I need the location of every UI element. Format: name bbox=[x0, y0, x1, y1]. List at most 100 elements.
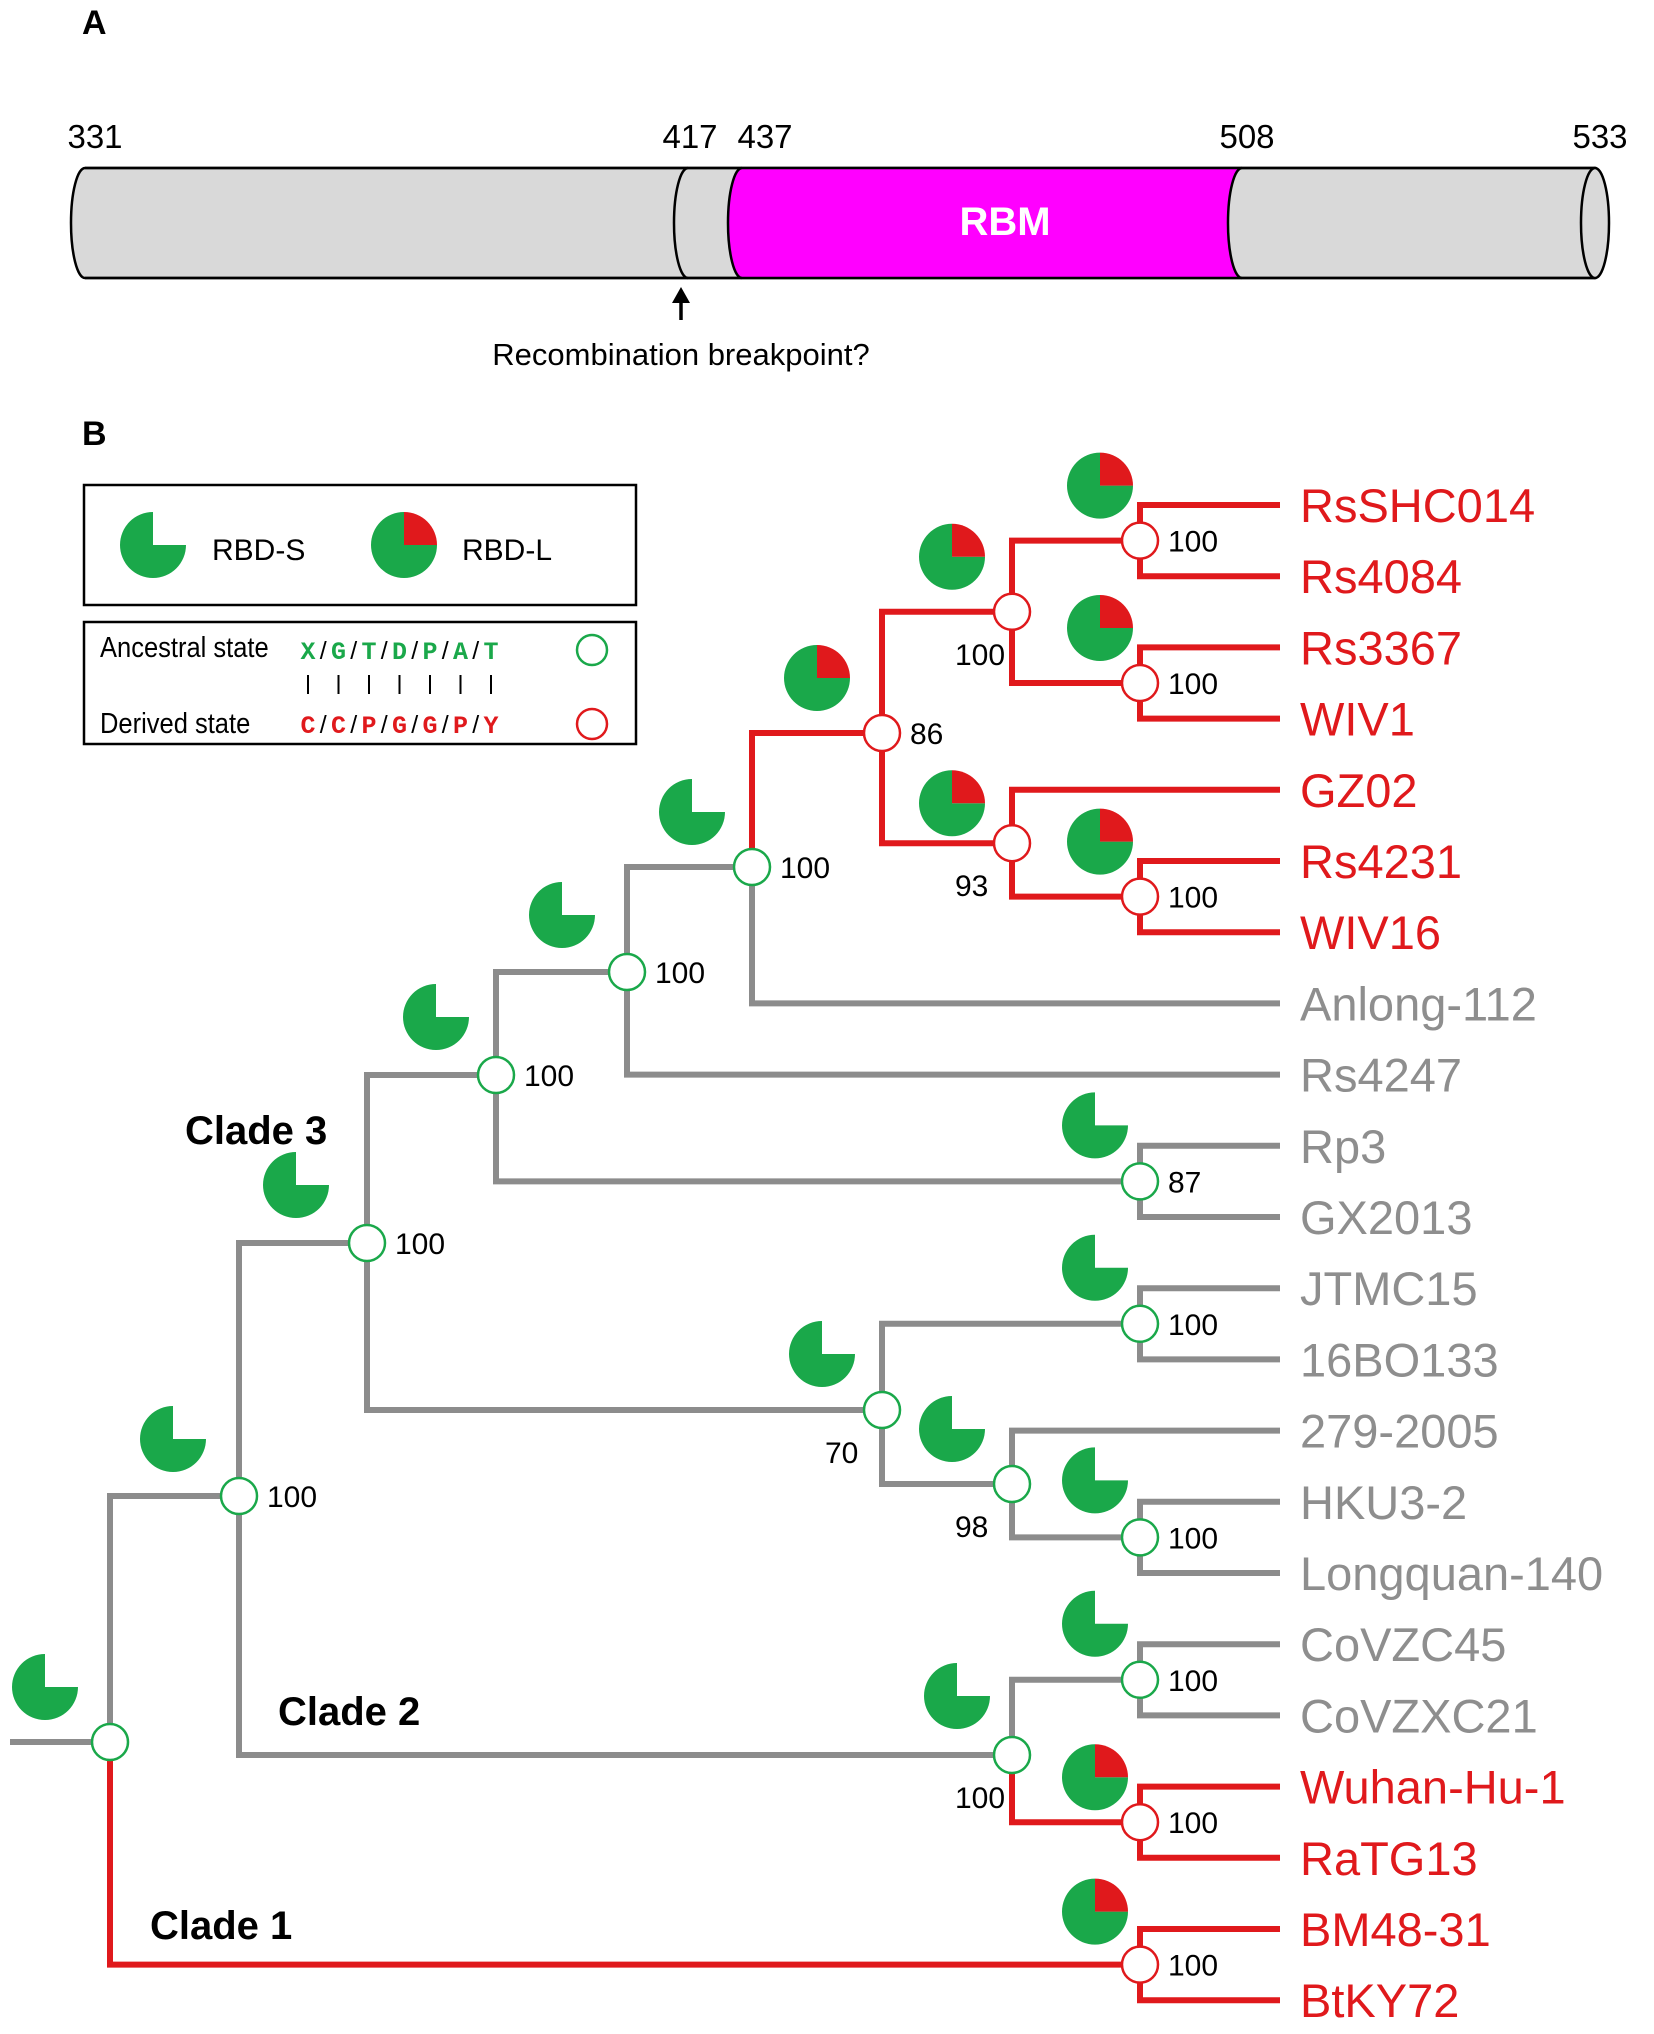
ancestral-state-circle-icon bbox=[575, 633, 609, 667]
node-circle bbox=[1120, 1660, 1160, 1700]
ancestral-residue: A bbox=[453, 638, 468, 667]
pie-rbd-s bbox=[140, 1406, 206, 1472]
branch bbox=[1009, 611, 1140, 686]
tree-nodes bbox=[90, 521, 1160, 1984]
support-value: 86 bbox=[910, 718, 943, 751]
rbm-label: RBM bbox=[959, 200, 1050, 244]
residue-separator: / bbox=[320, 637, 327, 665]
node-circle bbox=[1120, 521, 1160, 560]
rbd-l-pie-icon bbox=[371, 512, 437, 578]
taxon-label: CoVZXC21 bbox=[1300, 1689, 1538, 1742]
support-value: 100 bbox=[1168, 1309, 1218, 1342]
node-circle bbox=[476, 1055, 516, 1095]
branch bbox=[236, 1496, 1012, 1758]
position-331: 331 bbox=[67, 118, 122, 155]
node-circle bbox=[347, 1223, 387, 1263]
support-value: 100 bbox=[955, 1782, 1005, 1815]
pie-rbd-l bbox=[919, 523, 986, 590]
node-circle bbox=[90, 1722, 130, 1762]
residue-separator: / bbox=[320, 711, 327, 739]
taxon-label: GX2013 bbox=[1300, 1191, 1472, 1244]
support-value: 100 bbox=[655, 957, 705, 990]
node-circle bbox=[607, 952, 647, 992]
pie-rbd-s bbox=[1062, 1447, 1128, 1514]
support-value: 100 bbox=[524, 1060, 574, 1093]
pie-rbd-s bbox=[1062, 1590, 1128, 1657]
legend-states: Ancestral state Derived state XC//GC//TP… bbox=[82, 620, 638, 746]
branch bbox=[879, 608, 1012, 733]
breakpoint-arrow bbox=[672, 287, 690, 320]
clade-3-label: Clade 3 bbox=[185, 1109, 327, 1153]
taxon-label: GZ02 bbox=[1300, 764, 1418, 817]
branch bbox=[364, 1072, 496, 1243]
support-value: 100 bbox=[1168, 1807, 1218, 1840]
taxon-label: 279-2005 bbox=[1300, 1405, 1499, 1458]
taxon-label: Longquan-140 bbox=[1300, 1547, 1603, 1600]
branch bbox=[1009, 1676, 1140, 1755]
support-value: 100 bbox=[1168, 1950, 1218, 1983]
residue-separator: / bbox=[472, 637, 479, 665]
rbd-cylinder: RBM bbox=[69, 166, 1611, 280]
support-value: 100 bbox=[395, 1228, 445, 1261]
node-circle bbox=[1120, 1162, 1160, 1201]
support-value: 70 bbox=[825, 1437, 858, 1470]
node-circle bbox=[992, 1735, 1032, 1775]
branch bbox=[749, 730, 882, 867]
residue-separator: / bbox=[350, 711, 357, 739]
pie-rbd-s bbox=[659, 779, 725, 845]
ancestral-residue: T bbox=[361, 638, 376, 667]
support-value: 100 bbox=[1168, 1665, 1218, 1698]
branch bbox=[1137, 1142, 1280, 1182]
rbm-right-edge bbox=[1226, 166, 1243, 280]
pie-rbd-s bbox=[1062, 1234, 1128, 1301]
support-value: 100 bbox=[1168, 668, 1218, 701]
support-value: 98 bbox=[955, 1511, 988, 1544]
taxon-label: Wuhan-Hu-1 bbox=[1300, 1761, 1566, 1814]
tree-pies bbox=[12, 452, 1133, 1945]
derived-residue: C bbox=[300, 712, 315, 741]
residue-separator: / bbox=[411, 637, 418, 665]
node-circle bbox=[862, 713, 902, 753]
branch bbox=[236, 1240, 367, 1496]
node-circle bbox=[862, 1390, 902, 1430]
pie-rbd-s bbox=[919, 1396, 985, 1462]
branch bbox=[879, 733, 1012, 847]
taxon-label: BM48-31 bbox=[1300, 1903, 1491, 1956]
taxon-label: RsSHC014 bbox=[1300, 479, 1535, 532]
panel-a-label: A bbox=[82, 4, 107, 42]
node-circle bbox=[1120, 1518, 1160, 1557]
pie-rbd-s bbox=[12, 1654, 78, 1720]
taxon-label: BtKY72 bbox=[1300, 1974, 1459, 2027]
residue-separator: / bbox=[350, 637, 357, 665]
taxon-label: 16BO133 bbox=[1300, 1333, 1499, 1386]
taxon-label: Rs4084 bbox=[1300, 550, 1462, 603]
pie-rbd-l bbox=[1067, 808, 1133, 875]
pie-rbd-s bbox=[924, 1663, 990, 1729]
pie-rbd-s bbox=[789, 1321, 855, 1387]
support-value: 100 bbox=[780, 852, 830, 885]
derived-residue: G bbox=[392, 712, 407, 741]
branch bbox=[624, 972, 1280, 1078]
derived-state-label: Derived state bbox=[100, 706, 250, 739]
support-value: 87 bbox=[1168, 1166, 1201, 1199]
clade-1-label: Clade 1 bbox=[150, 1904, 292, 1948]
rbd-s-label: RBD-S bbox=[212, 534, 305, 567]
branch bbox=[1009, 786, 1280, 844]
ancestral-state-label: Ancestral state bbox=[100, 630, 269, 663]
rbm-region bbox=[728, 168, 1242, 278]
residue-separator: / bbox=[442, 711, 449, 739]
branch bbox=[107, 1742, 1140, 1968]
branch bbox=[879, 1410, 1012, 1487]
residue-separator: / bbox=[381, 711, 388, 739]
node-circle bbox=[1120, 1945, 1160, 1984]
node-circle bbox=[732, 847, 772, 887]
ancestral-residue: T bbox=[483, 638, 498, 667]
support-value: 100 bbox=[267, 1481, 317, 1514]
branch bbox=[749, 867, 1280, 1007]
branch bbox=[107, 1493, 239, 1742]
taxon-label: Rs4247 bbox=[1300, 1049, 1462, 1102]
branch bbox=[1137, 1181, 1280, 1220]
node-circle bbox=[992, 592, 1032, 632]
pie-rbd-l bbox=[1067, 595, 1133, 661]
